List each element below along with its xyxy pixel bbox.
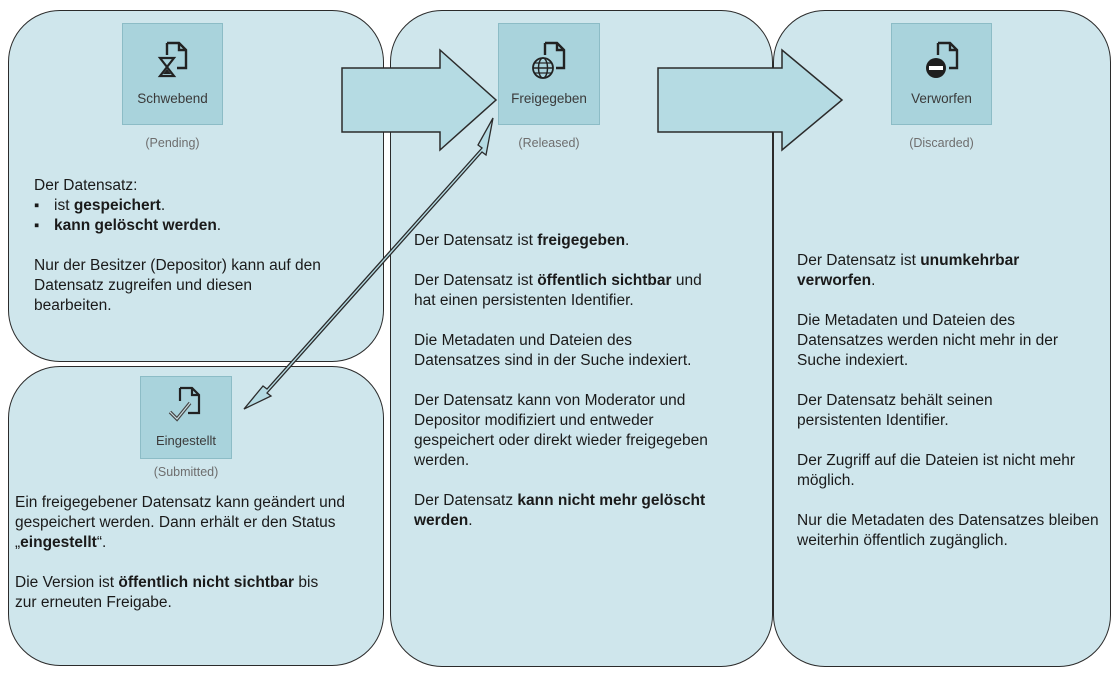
released-paragraph-5: Der Datensatz kann nicht mehr gelöscht w…	[414, 492, 706, 529]
hourglass-document-icon	[157, 41, 187, 78]
discarded-description: Der Datensatz ist unumkehrbar verworfen.…	[797, 251, 1099, 571]
released-paragraph-1: Der Datensatz ist freigegeben.	[414, 232, 630, 249]
submitted-icon-label: Eingestellt	[156, 433, 216, 448]
submitted-icon-box: Eingestellt	[140, 376, 232, 459]
pending-intro: Der Datensatz:	[34, 177, 138, 194]
pending-description: Der Datensatz: ist gespeichert. kann gel…	[34, 176, 354, 336]
discarded-paragraph-5: Nur die Metadaten des Datensatzes bleibe…	[797, 512, 1099, 549]
released-paragraph-2: Der Datensatz ist öffentlich sichtbar un…	[414, 272, 702, 309]
discarded-paragraph-3: Der Datensatz behält seinen persistenten…	[797, 392, 993, 429]
arrow-pending-to-released	[341, 48, 498, 152]
check-document-icon	[168, 386, 201, 422]
globe-document-icon	[532, 41, 566, 79]
pending-icon-label: Schwebend	[137, 91, 208, 106]
released-description: Der Datensatz ist freigegeben. Der Daten…	[414, 231, 744, 551]
released-icon-box: Freigegeben	[498, 23, 600, 125]
discarded-icon-box: Verworfen	[891, 23, 992, 125]
released-en-label: (Released)	[518, 136, 580, 150]
submitted-description: Ein freigegebener Datensatz kann geänder…	[15, 493, 360, 633]
discarded-en-label: (Discarded)	[909, 136, 974, 150]
discarded-paragraph-4: Der Zugriff auf die Dateien ist nicht me…	[797, 452, 1075, 489]
blocked-document-icon	[925, 41, 958, 78]
pending-bullet-2: kann gelöscht werden.	[34, 216, 354, 236]
pending-paragraph-2: Nur der Besitzer (Depositor) kann auf de…	[34, 257, 321, 314]
discarded-paragraph-1: Der Datensatz ist unumkehrbar verworfen.	[797, 252, 1020, 289]
discarded-icon-label: Verworfen	[911, 91, 972, 106]
pending-bullet-1: ist gespeichert.	[34, 196, 354, 216]
pending-icon-box: Schwebend	[122, 23, 223, 125]
released-paragraph-4: Der Datensatz kann von Moderator und Dep…	[414, 392, 708, 469]
released-icon-label: Freigegeben	[511, 91, 587, 106]
pending-en-label: (Pending)	[145, 136, 200, 150]
arrow-released-to-discarded	[657, 48, 844, 152]
submitted-en-label: (Submitted)	[153, 465, 219, 479]
submitted-paragraph-2: Die Version ist öffentlich nicht sichtba…	[15, 574, 319, 611]
discarded-paragraph-2: Die Metadaten und Dateien des Datensatze…	[797, 312, 1059, 369]
submitted-paragraph-1: Ein freigegebener Datensatz kann geänder…	[15, 494, 346, 551]
released-paragraph-3: Die Metadaten und Dateien des Datensatze…	[414, 332, 692, 369]
